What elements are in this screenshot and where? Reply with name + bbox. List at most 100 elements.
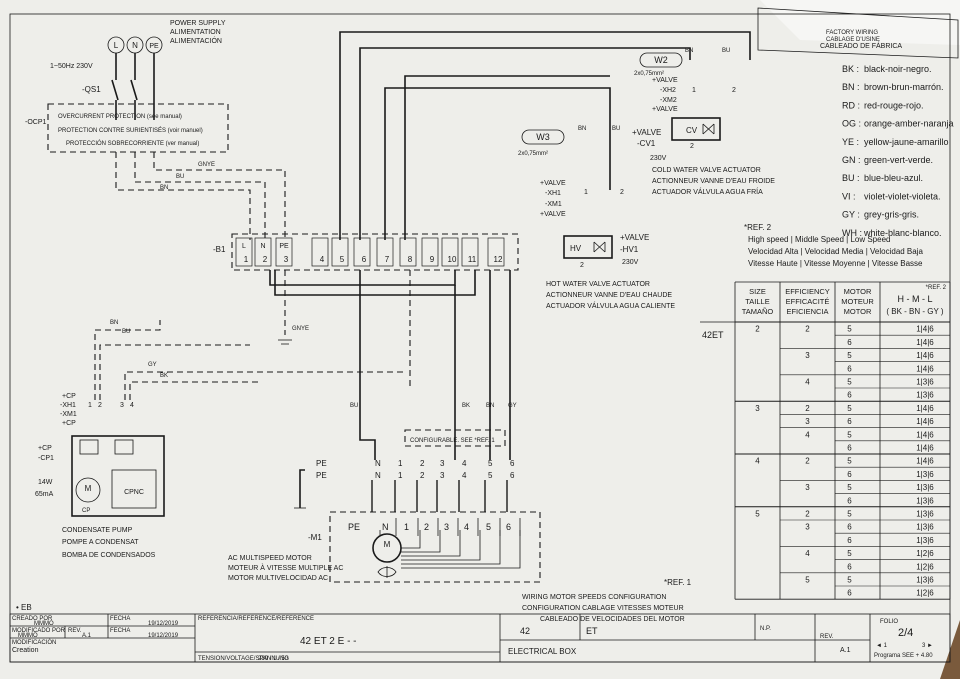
- legend-color-name: grey-gris-gris.: [864, 210, 919, 220]
- table-cell-motor: 6: [847, 496, 852, 505]
- table-header-efficiency: EFFICIENCY: [785, 287, 830, 296]
- svg-text:230V: 230V: [650, 155, 667, 162]
- svg-text:• EB: • EB: [16, 603, 32, 612]
- legend-color-name: black-noir-negro.: [864, 64, 932, 74]
- table-cell-efficiency: 5: [805, 576, 810, 585]
- legend-code: VI :: [842, 191, 856, 201]
- svg-text:-XH1: -XH1: [60, 402, 76, 409]
- b1-terminal: [461, 237, 479, 267]
- table-cell-motor: 6: [847, 523, 852, 532]
- svg-text:BU: BU: [122, 329, 130, 335]
- table-header-ref: *REF. 2: [926, 285, 947, 291]
- b1-terminal-number: 1: [244, 255, 249, 264]
- legend-code: BN :: [842, 82, 860, 92]
- svg-text:BK: BK: [462, 403, 470, 409]
- table-cell-size: 3: [755, 404, 760, 413]
- table-cell-motor: 6: [847, 589, 852, 598]
- svg-text:-XM1: -XM1: [545, 201, 562, 208]
- motor-terminal: 3: [444, 522, 449, 532]
- table-cell-motor: 6: [847, 470, 852, 479]
- svg-text:CP: CP: [82, 508, 90, 514]
- svg-text:-B1: -B1: [213, 245, 226, 254]
- legend-color-name: white-blanc-blanco.: [863, 228, 942, 238]
- table-cell-motor: 6: [847, 417, 852, 426]
- ref2-speeds: *REF. 2 High speed | Middle Speed | Low …: [744, 223, 923, 268]
- motor-pin-label: 5: [488, 471, 493, 480]
- table-header-motor: MOTEUR: [841, 297, 874, 306]
- table-cell-speeds: 1|3|6: [916, 576, 934, 585]
- svg-text:42: 42: [520, 626, 530, 636]
- svg-text:HOT WATER VALVE ACTUATOR: HOT WATER VALVE ACTUATOR: [546, 281, 650, 288]
- svg-text:-QS1: -QS1: [82, 85, 101, 94]
- svg-text:BU: BU: [722, 48, 730, 54]
- svg-text:POWER SUPPLY: POWER SUPPLY: [170, 20, 226, 27]
- table-cell-speeds: 1|2|6: [916, 549, 934, 558]
- svg-text:MOTOR MULTIVELOCIDAD AC: MOTOR MULTIVELOCIDAD AC: [228, 575, 328, 582]
- svg-text:2x0,75mm²: 2x0,75mm²: [518, 151, 548, 157]
- svg-text:1: 1: [88, 402, 92, 409]
- table-cell-motor: 5: [847, 483, 852, 492]
- motor-pin-label: 2: [420, 459, 425, 468]
- table-cell-speeds: 1|4|6: [916, 364, 934, 373]
- svg-text:CABLEADO DE FÁBRICA: CABLEADO DE FÁBRICA: [820, 41, 902, 50]
- table-cell-motor: 6: [847, 562, 852, 571]
- table-cell-motor: 5: [847, 549, 852, 558]
- svg-text:CABLAGE D'USINE: CABLAGE D'USINE: [826, 37, 880, 43]
- svg-text:ACTIONNEUR VANNE D'EAU FROIDE: ACTIONNEUR VANNE D'EAU FROIDE: [652, 178, 775, 185]
- table-cell-efficiency: 2: [805, 457, 810, 466]
- ref1-label: *REF. 1 WIRING MOTOR SPEEDS CONFIGURATIO…: [522, 578, 692, 623]
- svg-text:HV: HV: [570, 244, 582, 253]
- svg-text:BOMBA DE CONDENSADOS: BOMBA DE CONDENSADOS: [62, 552, 156, 559]
- table-cell-speeds: 1|4|6: [916, 444, 934, 453]
- table-cell-speeds: 1|4|6: [916, 338, 934, 347]
- table-cell-speeds: 1|4|6: [916, 457, 934, 466]
- b1-terminal-top-label: N: [260, 243, 265, 250]
- table-cell-motor: 5: [847, 404, 852, 413]
- svg-text:CONFIGURABLE. SEE *REF. 1: CONFIGURABLE. SEE *REF. 1: [410, 438, 495, 444]
- svg-text:+VALVE: +VALVE: [632, 128, 661, 137]
- legend-color-name: green-vert-verde.: [864, 155, 933, 165]
- b1-terminal-top-label: PE: [279, 243, 289, 250]
- overcurrent-protection: -OCP1 OVERCURRENT PROTECTION (see manual…: [25, 103, 229, 153]
- svg-text:ALIMENTATION: ALIMENTATION: [170, 29, 221, 36]
- table-cell-speeds: 1|2|6: [916, 589, 934, 598]
- table-cell-speeds: 1|4|6: [916, 417, 934, 426]
- b1-terminal: [275, 237, 293, 267]
- b1-terminal-number: 12: [494, 255, 503, 264]
- svg-text:3: 3: [120, 402, 124, 409]
- svg-text:Creation: Creation: [12, 647, 39, 654]
- motor-pin-label: 6: [510, 471, 515, 480]
- svg-text:+CP: +CP: [38, 445, 52, 452]
- svg-text:+VALVE: +VALVE: [540, 211, 566, 218]
- legend-color-name: red-rouge-rojo.: [864, 100, 924, 110]
- motor-pin-label: 1: [398, 459, 403, 468]
- svg-text:-HV1: -HV1: [620, 245, 639, 254]
- table-cell-efficiency: 2: [805, 510, 810, 519]
- svg-text:19/12/2019: 19/12/2019: [148, 621, 179, 627]
- svg-text:GNYE: GNYE: [198, 162, 215, 168]
- table-cell-speeds: 1|3|6: [916, 523, 934, 532]
- svg-text:65mA: 65mA: [35, 491, 54, 498]
- table-header-size: TAMAÑO: [742, 307, 774, 316]
- b1-terminal: [254, 237, 272, 267]
- svg-text:4: 4: [130, 402, 134, 409]
- b1-terminal-number: 2: [263, 255, 268, 264]
- table-cell-speeds: 1|4|6: [916, 351, 934, 360]
- b1-terminal-number: 6: [362, 255, 367, 264]
- svg-text:-XM1: -XM1: [60, 411, 77, 418]
- ac-multispeed-motor: CONFIGURABLE. SEE *REF. 1 PE PE NN112233…: [228, 429, 541, 583]
- table-cell-speeds: 1|3|6: [916, 378, 934, 387]
- table-cell-efficiency: 4: [805, 430, 810, 439]
- legend-code: BK :: [842, 64, 859, 74]
- svg-text:AC MULTISPEED MOTOR: AC MULTISPEED MOTOR: [228, 555, 312, 562]
- svg-text:-CP1: -CP1: [38, 455, 54, 462]
- svg-text:WIRING MOTOR SPEEDS CONFIGURAT: WIRING MOTOR SPEEDS CONFIGURATION: [522, 594, 666, 601]
- svg-text:BK: BK: [160, 373, 168, 379]
- table-cell-speeds: 1|3|6: [916, 470, 934, 479]
- motor-pin-label: 3: [440, 471, 445, 480]
- power-supply: L N PE POWER SUPPLY ALIMENTATION ALIMENT…: [50, 20, 226, 120]
- motor-pin-label: 2: [420, 471, 425, 480]
- legend-code: GN :: [842, 155, 861, 165]
